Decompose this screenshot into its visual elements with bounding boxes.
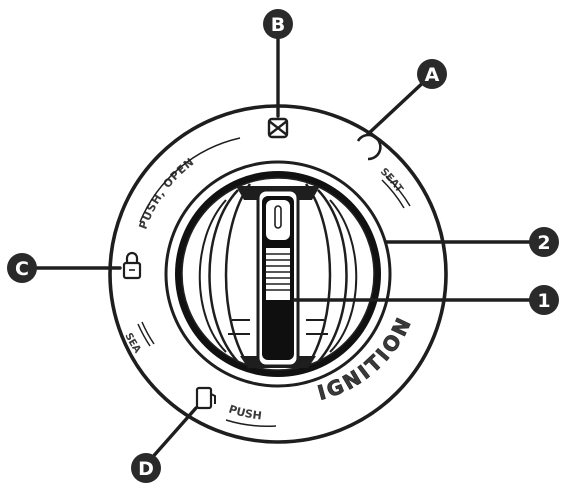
callout-a: A	[417, 59, 447, 89]
svg-text:1: 1	[537, 290, 550, 312]
leader-d	[150, 408, 196, 460]
callout-c: C	[7, 253, 37, 283]
svg-text:A: A	[425, 64, 440, 86]
callout-d: D	[131, 453, 161, 483]
svg-text:D: D	[138, 458, 154, 480]
key-slot-icon	[275, 206, 281, 228]
leader-a	[368, 78, 428, 134]
svg-text:C: C	[15, 258, 29, 280]
callout-2: 2	[529, 227, 559, 257]
callout-1: 1	[529, 285, 559, 315]
svg-text:B: B	[271, 14, 285, 36]
svg-text:2: 2	[537, 232, 550, 254]
callout-b: B	[263, 9, 293, 39]
